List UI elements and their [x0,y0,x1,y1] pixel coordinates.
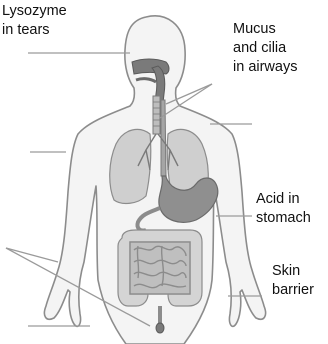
label-line: Lysozyme [2,2,67,21]
label-line: barrier [272,281,314,300]
label-line: in airways [233,58,297,77]
label-line: stomach [256,209,311,228]
label-line: Acid in [256,190,311,209]
label-line: and cilia [233,39,297,58]
label-line: Skin [272,262,314,281]
label-line: Mucus [233,20,297,39]
label-acid-in-stomach: Acid in stomach [256,190,311,228]
leader-line-hand-left [6,248,58,262]
label-line: in tears [2,21,67,40]
small-intestine [130,242,190,294]
trachea [153,96,160,134]
anus [156,323,164,333]
label-lysozyme-in-tears: Lysozyme in tears [2,2,67,40]
label-mucus-and-cilia: Mucus and cilia in airways [233,20,297,77]
label-skin-barrier: Skin barrier [272,262,314,300]
